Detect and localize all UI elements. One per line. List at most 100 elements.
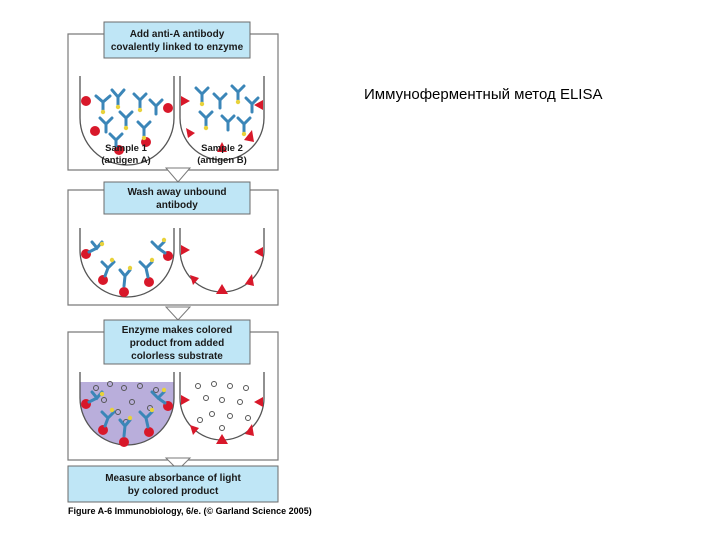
y-antibody-icon [220, 114, 236, 132]
open-circle-icon [237, 399, 243, 405]
y-antibody-icon [194, 86, 210, 104]
substrate-dots [195, 381, 251, 431]
antigen-b-markers [181, 96, 263, 152]
y-antibody-icon [212, 92, 228, 110]
open-circle-icon [245, 415, 251, 421]
flow-arrows [164, 167, 192, 471]
well-6-sample-b-colorless [179, 372, 265, 444]
enzyme-icon [100, 109, 106, 115]
y-antibody-icon [100, 410, 116, 428]
red-circle-icon [114, 145, 124, 155]
open-circle-icon [121, 385, 127, 391]
open-circle-icon [219, 425, 225, 431]
down-arrow-icon [164, 167, 192, 183]
y-antibody-icon [150, 390, 167, 405]
red-circle-icon [163, 103, 173, 113]
enzyme-icon [99, 241, 105, 247]
y-antibody-icon [118, 418, 132, 438]
step-box-1: Add anti-A antibody covalently linked to… [103, 21, 251, 59]
step-3-line-3: colorless substrate [131, 351, 223, 362]
open-circle-icon [101, 397, 107, 403]
down-arrow-icon [164, 457, 192, 471]
red-triangle-icon [217, 142, 227, 152]
red-triangle-icon [216, 284, 228, 294]
y-antibody-icon [198, 110, 214, 128]
open-circle-icon [219, 397, 225, 403]
enzyme-icon [99, 391, 105, 397]
enzyme-icon [115, 104, 121, 110]
antigen-a-markers [81, 96, 173, 155]
step-4-line-2: by colored product [128, 486, 219, 497]
enzyme-icon [199, 101, 205, 107]
step-3-line-2: product from added [130, 338, 224, 349]
step-box-3: Enzyme makes colored product from added … [103, 319, 251, 365]
open-circle-icon [209, 411, 215, 417]
step-2-line-1: Wash away unbound [127, 187, 226, 198]
open-circle-icon [227, 383, 233, 389]
open-circle-icon [195, 383, 201, 389]
red-triangle-icon [181, 395, 190, 405]
red-circle-icon [90, 126, 100, 136]
sample-1-label: Sample 1 [105, 143, 147, 154]
enzyme-icon [127, 265, 133, 271]
red-circle-icon [98, 275, 108, 285]
y-antibody-icon [100, 260, 116, 278]
red-circle-icon [81, 96, 91, 106]
enzyme-icon [235, 99, 241, 105]
well-4-sample-b-washed [179, 228, 265, 294]
sample-1-antigen: (antigen A) [101, 155, 150, 166]
antibody-cluster [94, 88, 164, 148]
y-antibody-icon [148, 98, 164, 116]
enzyme-icon [149, 407, 155, 413]
figure-caption: Figure A-6 Immunobiology, 6/e. (© Garlan… [68, 506, 312, 516]
red-triangle-icon [186, 128, 195, 138]
enzyme-icon [149, 257, 155, 263]
red-triangle-icon [254, 247, 263, 257]
red-triangle-icon [254, 100, 263, 110]
enzyme-icon [161, 237, 167, 243]
enzyme-icon [127, 415, 133, 421]
open-circle-icon [153, 387, 159, 393]
red-triangle-icon [245, 274, 254, 286]
step-box-4: Measure absorbance of light by colored p… [67, 465, 279, 503]
enzyme-markers [100, 104, 147, 141]
enzyme-icon [203, 125, 209, 131]
enzyme-icon [161, 387, 167, 393]
red-triangle-icon [244, 130, 254, 142]
sample-2-antigen: (antigen B) [197, 155, 247, 166]
open-circle-icon [107, 381, 113, 387]
enzyme-icon [109, 257, 115, 263]
y-antibody-icon [138, 260, 154, 279]
step-2-line-2: antibody [156, 200, 198, 211]
red-triangle-icon [190, 275, 199, 285]
enzyme-icon [137, 107, 143, 113]
y-antibody-icon [244, 96, 260, 114]
y-antibody-icon [94, 94, 112, 112]
red-circle-icon [144, 277, 154, 287]
well-3-sample-a-washed [79, 228, 175, 298]
enzyme-markers [199, 99, 247, 137]
y-antibody-icon [136, 120, 152, 138]
step-3-line-1: Enzyme makes colored [122, 325, 233, 336]
red-triangle-icon [181, 245, 190, 255]
antibody-cluster [194, 84, 260, 134]
red-triangle-icon [254, 397, 263, 407]
red-triangle-icon [190, 425, 199, 435]
open-circle-icon [197, 417, 203, 423]
y-antibody-icon [236, 116, 252, 134]
open-circle-icon [129, 399, 135, 405]
red-circle-icon [98, 425, 108, 435]
open-circle-icon [203, 395, 209, 401]
step-1-line-2: covalently linked to enzyme [111, 42, 244, 53]
well-2-sample-b [179, 76, 265, 161]
red-triangle-icon [245, 424, 254, 436]
y-antibody-icon [230, 84, 246, 102]
enzyme-icon [241, 131, 247, 137]
y-antibody-icon [132, 92, 148, 110]
open-circle-icon [243, 385, 249, 391]
y-antibody-icon [110, 88, 126, 107]
y-antibody-icon [118, 110, 134, 128]
enzyme-icon [123, 125, 129, 131]
y-antibody-icon [98, 116, 114, 134]
